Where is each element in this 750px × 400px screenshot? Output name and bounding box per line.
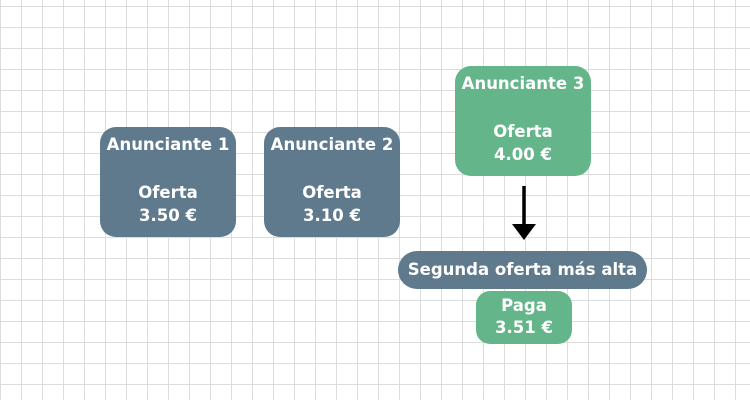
bid-amount: 3.50 €: [139, 206, 197, 225]
bidder-card-3-winner: Anunciante 3 Oferta 4.00 €: [455, 66, 591, 176]
payment-amount: 3.51 €: [495, 318, 553, 337]
bid-amount: 4.00 €: [494, 145, 552, 164]
bid-amount: 3.10 €: [303, 206, 361, 225]
bidder-name: Anunciante 1: [106, 135, 230, 154]
bid-label: Oferta: [138, 183, 198, 202]
bid-label: Oferta: [493, 122, 553, 141]
bid-label: Oferta: [302, 183, 362, 202]
bidder-card-2: Anunciante 2 Oferta 3.10 €: [264, 127, 400, 237]
down-arrow-icon: [512, 186, 536, 240]
second-price-rule-label: Segunda oferta más alta: [398, 251, 647, 289]
payment-card: Paga 3.51 €: [476, 291, 572, 344]
bidder-card-1: Anunciante 1 Oferta 3.50 €: [100, 127, 236, 237]
bidder-name: Anunciante 2: [270, 135, 394, 154]
payment-label: Paga: [501, 296, 547, 315]
bidder-name: Anunciante 3: [461, 74, 585, 93]
